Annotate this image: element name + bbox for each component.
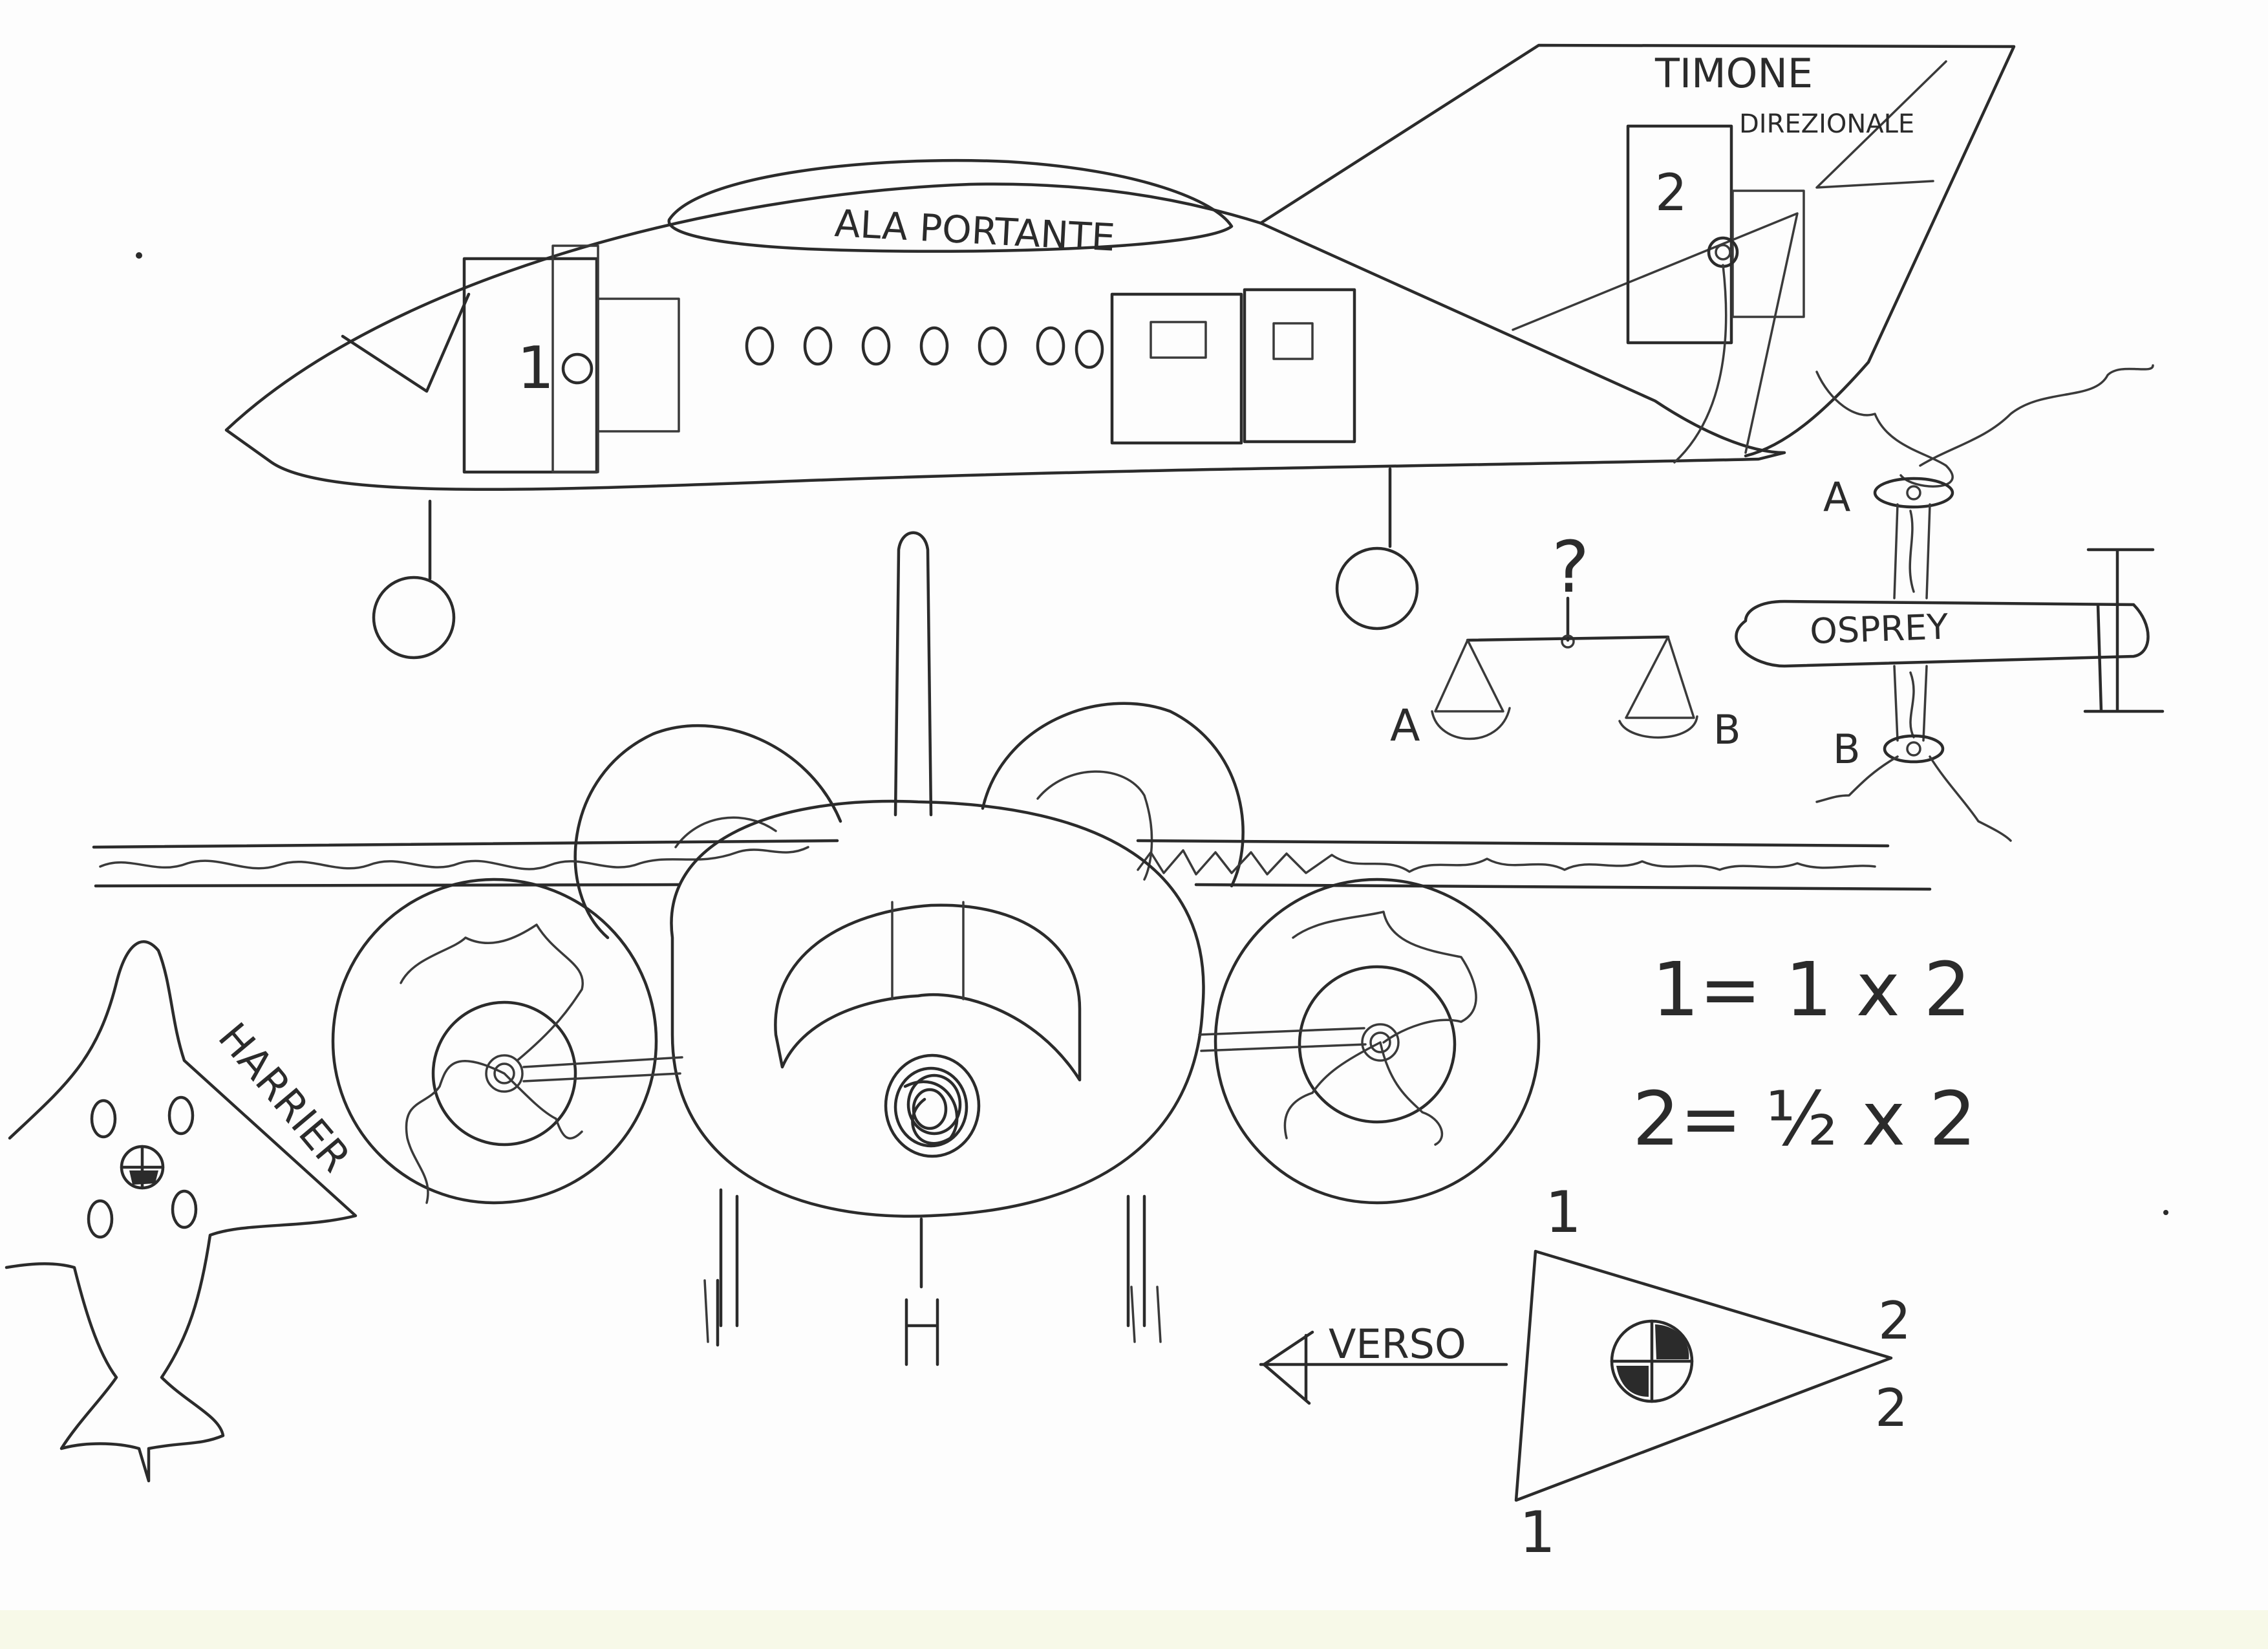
side-view-airplane: ALA PORTANTE TIMONE DIREZIONALE 1 2 (224, 43, 2016, 660)
nose-cone (884, 1053, 981, 1158)
left-engine-blades (400, 923, 584, 1204)
osprey-fuselage (1735, 599, 2150, 668)
paper-edge (0, 1610, 2268, 1649)
door-2-label: 2 (1655, 164, 1687, 222)
stray-dot (2163, 1210, 2168, 1215)
direction-diagram: VERSO 1 1 2 2 (1259, 1179, 1911, 1566)
rudder-hinge-line (1673, 264, 1728, 464)
osprey-rotor-top-hub (1873, 477, 1954, 509)
rear-door-2 (1626, 124, 1733, 345)
front-door-window (597, 297, 680, 433)
front-windshield (774, 903, 1082, 1082)
left-stabilizer-disc (573, 724, 842, 940)
rudder-label-line1: TIMONE (1654, 50, 1813, 97)
osprey-rotor-top-blade (1815, 364, 2154, 488)
front-view-tail (893, 531, 933, 817)
scale-label-a: A (1390, 700, 1420, 751)
triangle (1514, 1249, 1893, 1502)
side-door-a (1110, 292, 1243, 445)
nose-gear (904, 1217, 939, 1366)
osprey-label-a: A (1823, 473, 1850, 521)
scale-pan-b (1618, 636, 1698, 739)
main-wing-top (92, 839, 1890, 849)
triangle-label-top: 1 (1545, 1179, 1581, 1245)
cockpit-window (341, 292, 471, 393)
right-stabilizer-inner (1036, 770, 1153, 881)
harrier-outline (5, 940, 358, 1483)
triangle-label-right-2: 2 (1875, 1378, 1908, 1438)
tail-fin-inner-line (1512, 212, 1799, 454)
front-view-airplane (92, 531, 1932, 1366)
triangle-center-mark (1610, 1319, 1694, 1403)
windshield-divider (891, 901, 965, 1000)
right-engine (1198, 878, 1541, 1205)
stray-dot (136, 252, 142, 259)
right-stabilizer-disc (981, 702, 1245, 888)
door-1-label: 1 (517, 334, 554, 402)
osprey-rotor-bottom-hub (1883, 734, 1945, 764)
osprey-top-mast (1893, 503, 1931, 599)
rear-door-window (1731, 189, 1805, 318)
osprey-label: OSPREY (1809, 607, 1949, 652)
front-gear-wheel (372, 576, 456, 660)
wing-outline (667, 158, 1234, 253)
scale-pan-a (1431, 639, 1511, 740)
equation-2: 2= ½ x 2 (1632, 1076, 1976, 1163)
osprey-bottom-mast (1893, 665, 1928, 742)
front-door-frame (551, 244, 599, 473)
left-main-gear (716, 1188, 739, 1347)
front-fuselage (670, 799, 1205, 1218)
triangle-label-right-1: 2 (1878, 1291, 1911, 1351)
left-stabilizer-inner (674, 816, 777, 848)
osprey-sketch: OSPREY A B (1735, 364, 2165, 842)
direction-label: VERSO (1329, 1320, 1466, 1368)
osprey-rotor-bottom-blade (1815, 755, 2012, 842)
front-door-handle (561, 352, 594, 385)
wing-hatching-left (99, 846, 809, 870)
fuselage-outline (224, 182, 1786, 491)
equation-1: 1= 1 x 2 (1652, 947, 1971, 1033)
harrier-intakes (87, 1095, 198, 1239)
balance-scale: ? A B (1390, 526, 1741, 753)
scale-beam (1466, 635, 1670, 642)
osprey-label-b: B (1833, 726, 1861, 773)
harrier-label: HARRIER (209, 1014, 360, 1181)
right-main-gear (1126, 1194, 1146, 1328)
main-wing-bottom (94, 883, 1932, 891)
triangle-label-bottom: 1 (1519, 1499, 1556, 1566)
front-door-1 (462, 257, 599, 474)
rear-gear-wheel (1335, 546, 1419, 630)
left-engine (331, 878, 683, 1205)
rudder-label-line2: DIREZIONALE (1739, 109, 1914, 139)
right-engine-blades (1283, 911, 1477, 1146)
portholes (745, 326, 1104, 369)
direction-arrow-head (1262, 1330, 1314, 1405)
osprey-tail (2083, 548, 2165, 713)
right-engine-pylon (1198, 1027, 1367, 1052)
side-door-b (1243, 288, 1356, 444)
scale-label-b: B (1713, 706, 1741, 753)
rudder-panel (1815, 60, 1947, 189)
harrier-sketch: HARRIER (5, 940, 360, 1483)
tail-fin (1259, 43, 2016, 458)
scale-question-mark: ? (1552, 526, 1589, 609)
equations: 1= 1 x 2 2= ½ x 2 (1632, 947, 1976, 1163)
harrier-center-mark (120, 1145, 165, 1190)
wing-hatching-right (1137, 849, 1876, 876)
left-engine-pylon (522, 1056, 683, 1083)
